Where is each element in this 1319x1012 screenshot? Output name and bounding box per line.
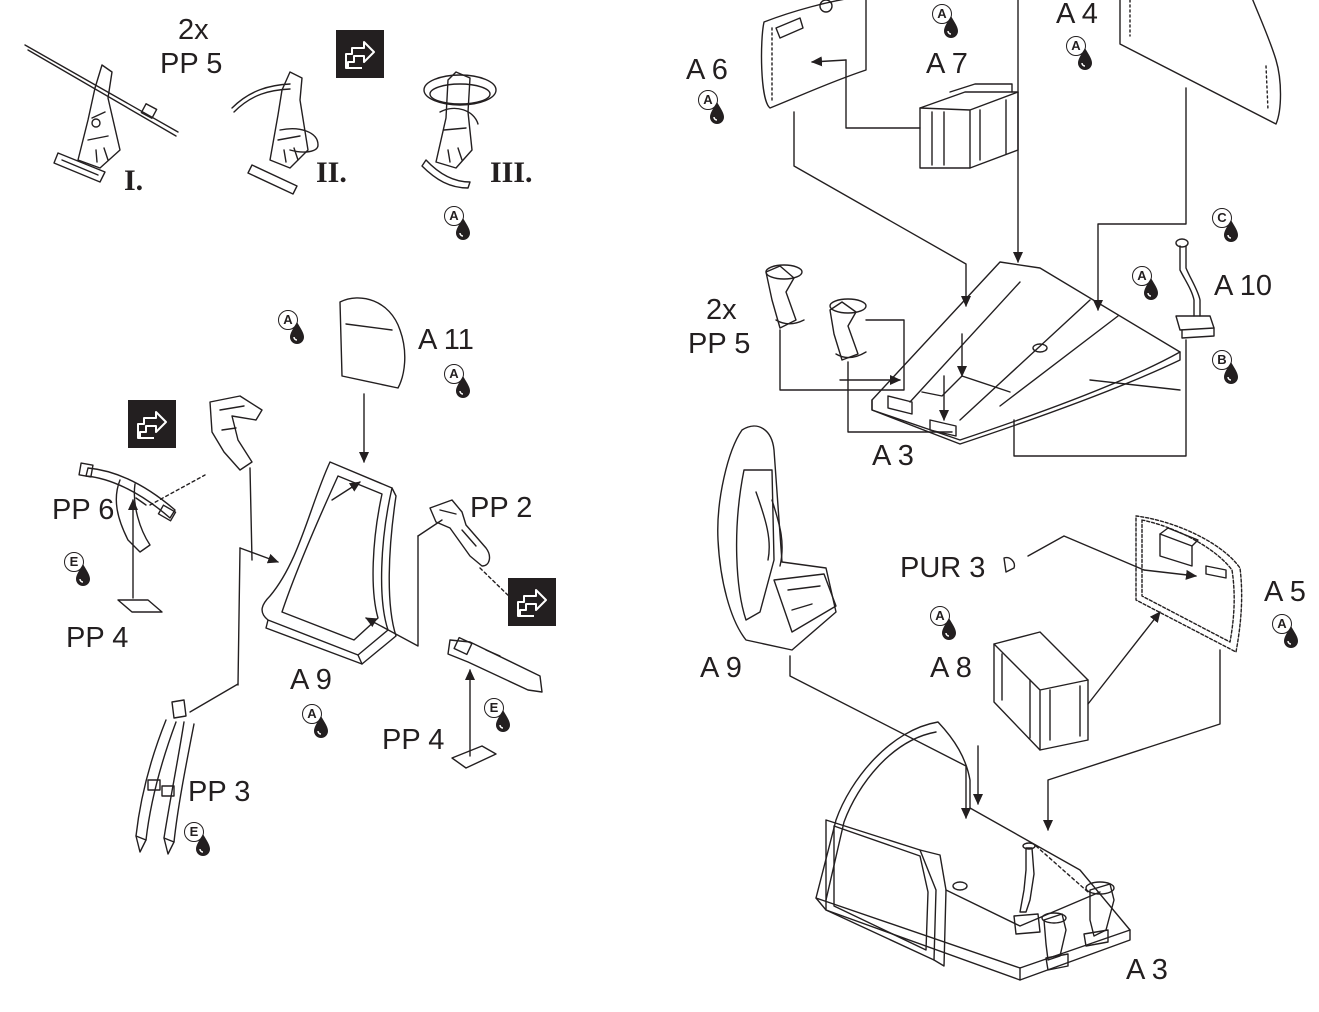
paint-code: A (930, 606, 950, 626)
pp5-right-label: PP 5 (688, 328, 751, 360)
a5-label: A 5 (1264, 576, 1306, 608)
paint-code: A (444, 364, 464, 384)
flip-over-icon (508, 578, 556, 626)
pp5-step-2-drawing (231, 71, 319, 195)
paint-drop-icon: A (278, 310, 318, 350)
paint-drop-icon: E (184, 822, 224, 862)
paint-code: E (184, 822, 204, 842)
step-1-label: I. (124, 164, 144, 197)
pp6-label: PP 6 (52, 494, 115, 526)
paint-drop-icon: A (302, 704, 342, 744)
paint-code: E (484, 698, 504, 718)
a8-label: A 8 (930, 652, 972, 684)
pp5-right-buckles-drawing (765, 264, 953, 433)
assembled-cockpit-drawing (815, 721, 1131, 981)
a3-floor-drawing (871, 261, 1181, 445)
paint-drop-icon: A (930, 606, 970, 646)
step-3-label: III. (490, 156, 533, 189)
pp5-top-label: PP 5 (160, 48, 223, 80)
pp3-belt-drawing (135, 683, 239, 855)
a7-box-drawing (919, 0, 1023, 263)
paint-drop-icon: E (484, 698, 524, 738)
flip-over-icon (336, 30, 384, 78)
a4-label: A 4 (1056, 0, 1098, 30)
a11-label: A 11 (418, 324, 474, 356)
a7-label: A 7 (926, 48, 968, 80)
pp2-buckle-drawing (429, 499, 516, 603)
paint-code: A (444, 206, 464, 226)
paint-drop-icon: A (932, 4, 972, 44)
a11-headrest-drawing (339, 297, 406, 463)
a10-stick-drawing (1013, 238, 1215, 457)
a4-panel-drawing (1093, 0, 1282, 311)
paint-drop-icon: A (444, 364, 484, 404)
a10-label: A 10 (1214, 270, 1273, 302)
pp5-top-qty: 2x (178, 14, 209, 46)
paint-code: A (1132, 266, 1152, 286)
pp5-step-1-drawing (24, 44, 179, 183)
paint-code: B (1212, 350, 1232, 370)
pp6-belt-drawing (78, 462, 206, 613)
a9-left-label: A 9 (290, 664, 332, 696)
paint-drop-icon: A (1272, 614, 1312, 654)
pp5-step-3-drawing (421, 71, 497, 189)
a9-seat-drawing (237, 461, 443, 686)
pp4-left-label: PP 4 (66, 622, 129, 654)
step-2-label: II. (316, 156, 347, 189)
paint-drop-icon: A (444, 206, 484, 246)
a8-box-drawing (973, 611, 1161, 805)
pp4-right-belt-drawing (447, 636, 543, 769)
pp4-bottom-label: PP 4 (382, 724, 445, 756)
pp2-label: PP 2 (470, 492, 533, 524)
flip-over-icon (128, 400, 176, 448)
paint-code: C (1212, 208, 1232, 228)
paint-drop-icon: E (64, 552, 104, 592)
paint-drop-icon: B (1212, 350, 1252, 390)
paint-code: A (278, 310, 298, 330)
pp5-right-qty: 2x (706, 294, 737, 326)
paint-drop-icon: A (1066, 36, 1106, 76)
paint-drop-icon: A (1132, 266, 1172, 306)
a9-right-label: A 9 (700, 652, 742, 684)
paint-code: E (64, 552, 84, 572)
a9-seat-right-drawing (717, 425, 971, 819)
paint-drop-icon: A (698, 90, 738, 130)
a6-panel-drawing (760, 0, 971, 307)
a3-bottom-label: A 3 (1126, 954, 1168, 986)
paint-code: A (698, 90, 718, 110)
paint-code: A (1272, 614, 1292, 634)
paint-drop-icon: C (1212, 208, 1252, 248)
pp3-label: PP 3 (188, 776, 251, 808)
paint-code: A (1066, 36, 1086, 56)
a6-label: A 6 (686, 54, 728, 86)
a3-top-label: A 3 (872, 440, 914, 472)
paint-code: A (932, 4, 952, 24)
a5-details-drawing (1003, 527, 1227, 831)
pp5-buckle-left-drawing (209, 395, 263, 561)
paint-code: A (302, 704, 322, 724)
pur3-label: PUR 3 (900, 552, 986, 584)
